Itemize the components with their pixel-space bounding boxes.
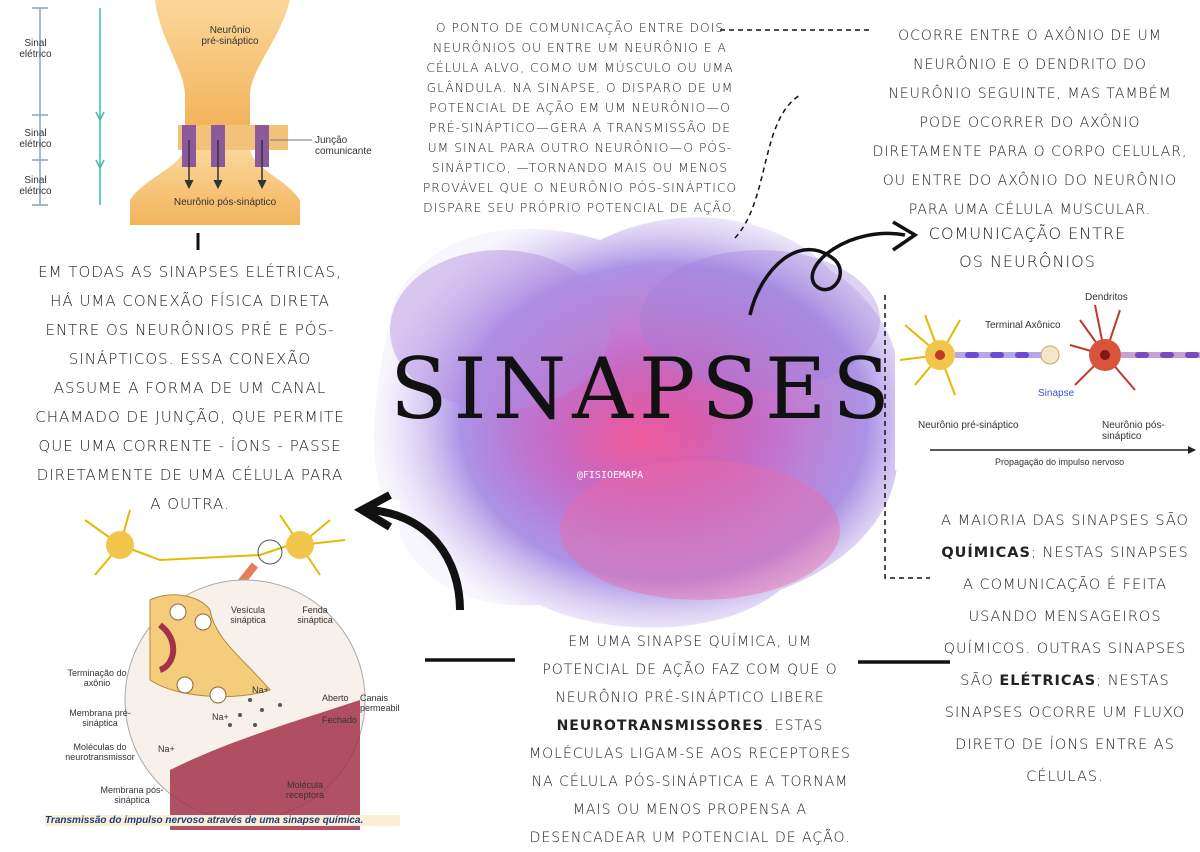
electrical-synapse-figure: [5, 0, 390, 225]
chemical-bold-neurotransmitters: neurotransmissores: [556, 718, 764, 734]
synapse-label: Sinapse: [1038, 388, 1075, 399]
majority-bold-chemical: químicas: [941, 545, 1031, 561]
pre-neuron-label: Neurônio pré-sináptico: [201, 25, 259, 47]
sodium-label-2: Na+: [212, 712, 229, 722]
pre-membrane-label: Membrana pré-sináptica: [69, 708, 131, 728]
majority-bold-electrical: elétricas: [999, 673, 1097, 689]
open-label: Aberto: [322, 693, 349, 703]
chemical-part1: Em uma sinapse química, um potencial de …: [542, 634, 838, 706]
axon-terminal-label: Terminação do axônio: [67, 668, 127, 688]
majority-part1: A maioria das sinapses são: [941, 513, 1189, 529]
vesicle-label: Vesícula sináptica: [230, 605, 266, 625]
electrical-synapse-text: Em todas as sinapses elétricas, há uma c…: [35, 263, 345, 513]
signal-label-2: Sinal elétrico: [19, 128, 52, 150]
occurrence-text: Ocorre entre o axônio de um neurônio e o…: [872, 28, 1188, 218]
watercolor-splash: [374, 217, 901, 628]
junction-label: Junção comunicante: [315, 135, 372, 157]
receptor-label: Molécula receptora: [285, 780, 325, 800]
closed-label: Fechado: [322, 715, 358, 725]
chemical-part2: . Estas moléculas ligam-se aos receptore…: [529, 718, 851, 846]
communication-label: Comunicação entre os neurônios: [928, 224, 1127, 271]
majority-part3: ; nestas sinapses ocorre um fluxo direto…: [944, 673, 1186, 785]
post-membrane-label: Membrana pós-sináptica: [100, 785, 164, 805]
sodium-label-1: Na+: [252, 685, 269, 695]
author-handle: @FISIOEMAPA: [576, 470, 644, 481]
chemical-figure-caption: Transmissão do impulso nervoso através d…: [45, 815, 400, 826]
chemical-synapse-text: Em uma sinapse química, um potencial de …: [525, 628, 855, 852]
propagation-caption: Propagação do impulso nervoso: [995, 457, 1125, 467]
dendrites-label: Dendritos: [1085, 292, 1128, 303]
post-neuron-prop-label: Neurônio pós-sináptico: [1102, 420, 1165, 442]
majority-part2: ; nestas sinapses a comunicação é feita …: [943, 545, 1189, 689]
signal-label-1: Sinal elétrico: [19, 38, 52, 60]
pre-neuron-prop-label: Neurônio pré-sináptico: [918, 420, 1019, 431]
sodium-label-3: Na+: [158, 744, 175, 754]
signal-label-3: Sinal elétrico: [19, 175, 52, 197]
page-title: SINAPSES: [390, 340, 896, 438]
majority-text: A maioria das sinapses são químicas; nes…: [935, 505, 1195, 793]
post-neuron-label: Neurônio pós-sináptico: [173, 197, 277, 208]
propagation-figure: [895, 290, 1200, 470]
cleft-label: Fenda sináptica: [297, 605, 333, 625]
chemical-synapse-figure: [40, 500, 400, 830]
channels-label: Canais permeabil: [360, 693, 400, 713]
neurotransmitter-label: Moléculas do neurotransmissor: [65, 742, 135, 762]
terminal-axon-label: Terminal Axônico: [985, 320, 1061, 331]
definition-text: O ponto de comunicação entre dois neurôn…: [422, 21, 738, 215]
